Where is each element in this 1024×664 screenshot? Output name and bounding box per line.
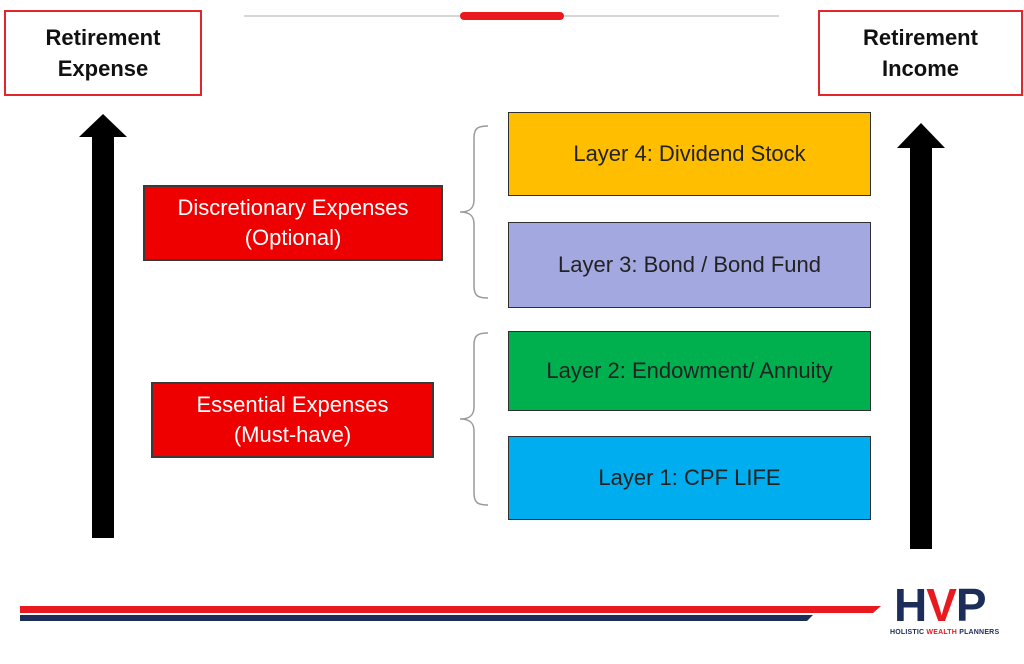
discretionary-expenses-box: Discretionary Expenses (Optional) bbox=[143, 185, 443, 261]
retirement-income-title-line2: Income bbox=[881, 56, 959, 81]
essential-expenses-sublabel: (Must-have) bbox=[233, 422, 352, 447]
essential-expenses-label: Essential Expenses bbox=[196, 392, 389, 417]
logo-tagline-word-3: PLANNERS bbox=[959, 629, 1000, 636]
retirement-expense-title: Retirement Expense bbox=[4, 10, 202, 96]
discretionary-expenses-label: Discretionary Expenses bbox=[177, 195, 409, 220]
essential-expenses-box: Essential Expenses (Must-have) bbox=[151, 382, 434, 458]
logo-mark: HVP bbox=[894, 579, 987, 631]
discretionary-expenses-sublabel: (Optional) bbox=[244, 225, 342, 250]
retirement-expense-title-line1: Retirement bbox=[45, 25, 161, 50]
bottom-stripes bbox=[20, 606, 881, 621]
layer-3-bond-fund: Layer 3: Bond / Bond Fund bbox=[508, 222, 871, 308]
expense-up-arrow bbox=[79, 114, 127, 538]
retirement-expense-title-line2: Expense bbox=[57, 56, 149, 81]
layer-4-dividend-stock: Layer 4: Dividend Stock bbox=[508, 112, 871, 196]
logo-letter-h: H bbox=[894, 579, 927, 631]
logo-tagline-word-1: HOLISTIC bbox=[890, 629, 925, 636]
lower-brace bbox=[459, 332, 489, 506]
retirement-income-title: Retirement Income bbox=[818, 10, 1023, 96]
top-accent-bar bbox=[460, 12, 564, 20]
layer-2-label: Layer 2: Endowment/ Annuity bbox=[546, 358, 833, 383]
logo-letter-p: P bbox=[955, 579, 987, 631]
income-up-arrow bbox=[897, 123, 945, 549]
layer-2-endowment-annuity: Layer 2: Endowment/ Annuity bbox=[508, 331, 871, 411]
logo-tagline-word-2: WEALTH bbox=[926, 629, 958, 636]
logo-letter-v: V bbox=[926, 579, 957, 631]
layer-4-label: Layer 4: Dividend Stock bbox=[573, 141, 806, 166]
layer-3-label: Layer 3: Bond / Bond Fund bbox=[558, 252, 821, 277]
upper-brace bbox=[459, 125, 489, 299]
layer-1-cpf-life: Layer 1: CPF LIFE bbox=[508, 436, 871, 520]
layer-1-label: Layer 1: CPF LIFE bbox=[598, 465, 781, 490]
hwp-logo: HVP HOLISTIC WEALTH PLANNERS bbox=[890, 582, 1000, 640]
logo-tagline: HOLISTIC WEALTH PLANNERS bbox=[890, 629, 1000, 636]
retirement-income-title-line1: Retirement bbox=[863, 25, 978, 50]
